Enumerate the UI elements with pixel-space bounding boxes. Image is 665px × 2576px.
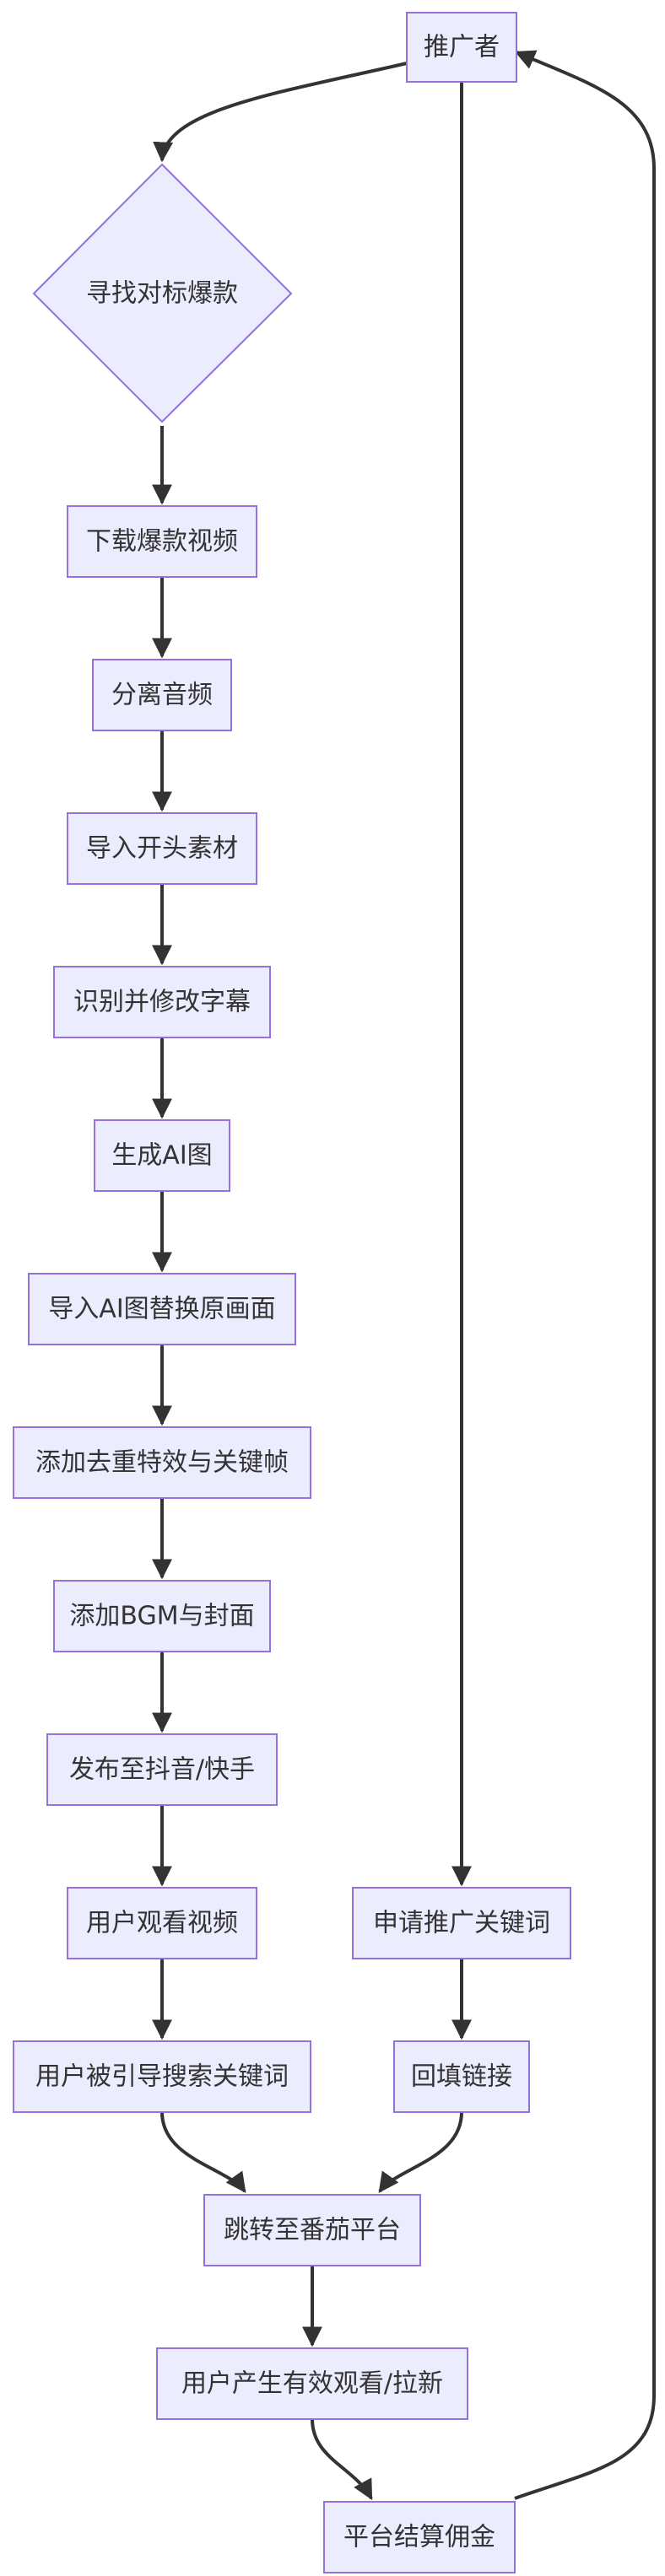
- node-generate-ai[interactable]: 生成AI图: [94, 1119, 230, 1192]
- node-jump-platform-label: 跳转至番茄平台: [224, 2216, 401, 2245]
- node-find-hit-label: 寻找对标爆款: [86, 279, 238, 309]
- node-recognize-subtitles-label: 识别并修改字幕: [73, 988, 251, 1017]
- edge-search-to-jump: [160, 2111, 246, 2193]
- node-apply-keyword-label: 申请推广关键词: [373, 1909, 550, 1938]
- node-commission[interactable]: 平台结算佣金: [323, 2501, 516, 2573]
- node-jump-platform[interactable]: 跳转至番茄平台: [203, 2194, 421, 2266]
- node-user-watch-label: 用户观看视频: [86, 1909, 238, 1938]
- node-recognize-subtitles[interactable]: 识别并修改字幕: [53, 966, 271, 1038]
- node-fill-link-label: 回填链接: [411, 2062, 512, 2092]
- edges: [152, 50, 656, 2501]
- node-separate-audio-label: 分离音频: [111, 681, 213, 710]
- node-download[interactable]: 下载爆款视频: [67, 505, 257, 578]
- node-user-search-label: 用户被引导搜索关键词: [35, 2062, 289, 2092]
- node-add-effects[interactable]: 添加去重特效与关键帧: [13, 1426, 311, 1499]
- node-user-search[interactable]: 用户被引导搜索关键词: [13, 2040, 311, 2113]
- node-replace-frames[interactable]: 导入AI图替换原画面: [28, 1273, 296, 1345]
- node-fill-link[interactable]: 回填链接: [393, 2040, 530, 2113]
- node-publish-label: 发布至抖音/快手: [69, 1755, 255, 1785]
- node-promoter[interactable]: 推广者: [406, 12, 517, 83]
- node-publish[interactable]: 发布至抖音/快手: [46, 1733, 278, 1806]
- node-download-label: 下载爆款视频: [86, 527, 238, 557]
- edge-commission-to-promoter: [514, 50, 656, 2500]
- node-add-bgm-label: 添加BGM与封面: [69, 1602, 254, 1631]
- node-import-intro[interactable]: 导入开头素材: [67, 812, 257, 885]
- node-add-bgm[interactable]: 添加BGM与封面: [53, 1580, 271, 1652]
- node-generate-ai-label: 生成AI图: [111, 1141, 212, 1171]
- node-import-intro-label: 导入开头素材: [86, 834, 238, 864]
- node-valid-view[interactable]: 用户产生有效观看/拉新: [156, 2347, 468, 2420]
- node-add-effects-label: 添加去重特效与关键帧: [35, 1448, 289, 1478]
- node-user-watch[interactable]: 用户观看视频: [67, 1887, 257, 1959]
- node-replace-frames-label: 导入AI图替换原画面: [48, 1295, 275, 1324]
- edge-valid-to-commission: [311, 2418, 373, 2501]
- edge-promoter-to-find-hit: [153, 62, 408, 163]
- node-commission-label: 平台结算佣金: [343, 2523, 495, 2552]
- edge-fill-to-jump: [378, 2111, 463, 2193]
- node-valid-view-label: 用户产生有效观看/拉新: [181, 2369, 443, 2399]
- node-promoter-label: 推广者: [424, 33, 500, 62]
- node-apply-keyword[interactable]: 申请推广关键词: [352, 1887, 571, 1959]
- nodes: 推广者 寻找对标爆款 下载爆款视频 分离音频 导入开头素材 识别并修改字幕 生成…: [13, 12, 571, 2573]
- node-separate-audio[interactable]: 分离音频: [92, 659, 232, 731]
- node-find-hit[interactable]: 寻找对标爆款: [32, 163, 293, 423]
